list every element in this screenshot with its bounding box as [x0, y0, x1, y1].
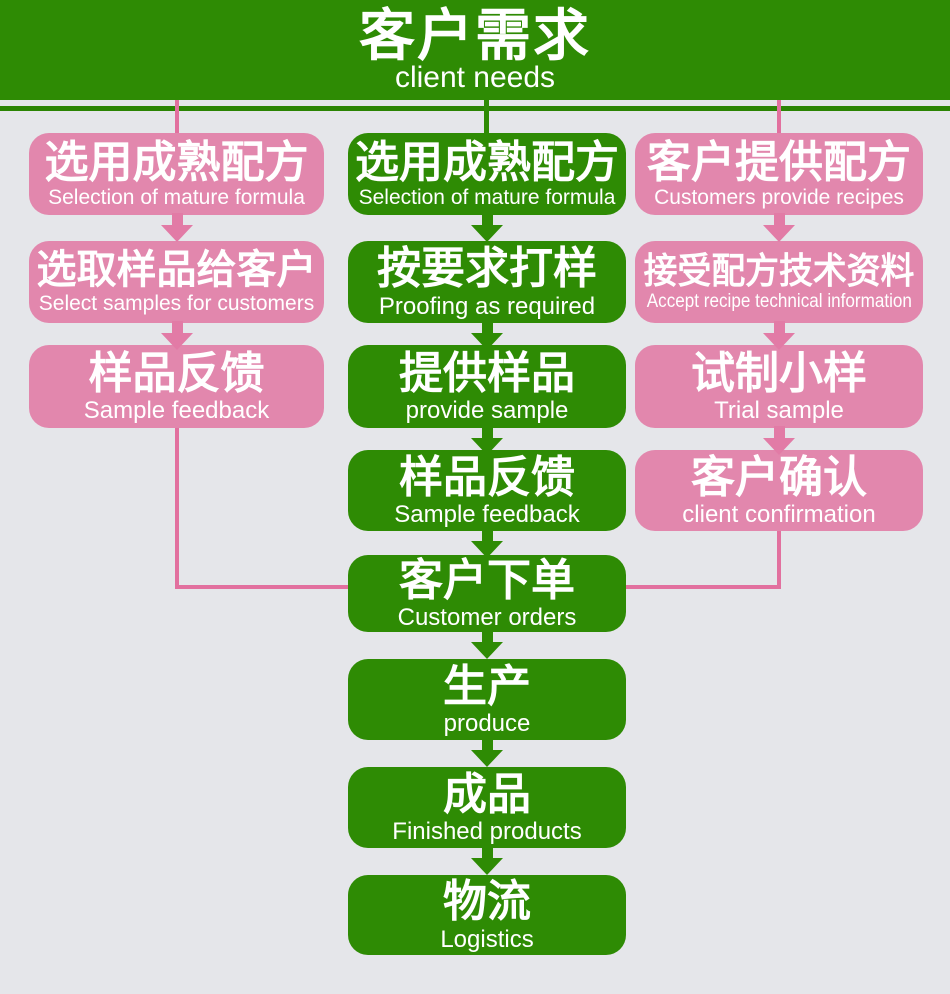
connector-left-vertical: [175, 425, 179, 589]
box-subtitle-en: Finished products: [392, 818, 582, 846]
box-title-zh: 物流: [443, 877, 531, 927]
arrow-down-icon: [471, 426, 503, 455]
connector-stub-middle: [484, 100, 489, 135]
arrow-head: [471, 225, 503, 242]
arrow-stem: [171, 213, 183, 225]
arrow-down-icon: [471, 529, 503, 558]
box-title-zh: 选取样品给客户: [36, 247, 317, 292]
arrow-down-icon: [471, 321, 503, 350]
arrow-stem: [481, 738, 493, 750]
box-title-zh: 选用成熟配方: [44, 137, 309, 187]
box-title-zh: 样品反馈: [88, 348, 265, 398]
flow-box-right-accept-recipe-info: 接受配方技术资料 Accept recipe technical informa…: [635, 241, 923, 323]
arrow-down-icon: [471, 738, 503, 767]
arrow-down-icon: [471, 213, 503, 242]
flow-box-mid-logistics: 物流 Logistics: [348, 875, 626, 955]
box-subtitle-en: client confirmation: [682, 501, 876, 529]
arrow-head: [161, 225, 193, 242]
flow-box-mid-produce: 生产 produce: [348, 659, 626, 740]
box-subtitle-en: provide sample: [405, 397, 569, 425]
box-subtitle-en: Accept recipe technical information: [646, 290, 912, 312]
box-title-zh: 客户提供配方: [647, 137, 911, 187]
box-subtitle-en: Sample feedback: [83, 397, 270, 425]
arrow-down-icon: [471, 846, 503, 875]
flow-box-mid-finished-products: 成品 Finished products: [348, 767, 626, 848]
arrow-stem: [481, 846, 493, 858]
box-title-zh: 客户下单: [399, 555, 575, 605]
header-banner: 客户需求 client needs: [0, 0, 950, 100]
box-title-zh: 样品反馈: [399, 452, 575, 502]
box-subtitle-en: Sample feedback: [394, 501, 580, 529]
arrow-head: [161, 333, 193, 350]
arrow-down-icon: [161, 321, 193, 350]
box-title-zh: 生产: [443, 661, 531, 711]
arrow-stem: [773, 213, 785, 225]
arrow-down-icon: [161, 213, 193, 242]
box-subtitle-en: Select samples for customers: [38, 292, 315, 316]
box-title-zh: 提供样品: [399, 348, 575, 398]
arrow-head: [471, 541, 503, 558]
arrow-stem: [773, 426, 785, 438]
box-subtitle-en: Customers provide recipes: [654, 186, 904, 210]
arrow-stem: [171, 321, 183, 333]
box-title-zh: 按要求打样: [377, 244, 597, 294]
arrow-down-icon: [763, 321, 795, 350]
arrow-head: [471, 858, 503, 875]
connector-stub-right: [777, 100, 781, 135]
arrow-down-icon: [471, 630, 503, 659]
page-title-en: client needs: [394, 61, 556, 95]
box-subtitle-en: Proofing as required: [378, 292, 596, 320]
connector-right-horizontal: [625, 585, 781, 589]
arrow-stem: [773, 321, 785, 333]
box-title-zh: 选用成熟配方: [355, 137, 619, 187]
arrow-head: [763, 225, 795, 242]
box-subtitle-en: Selection of mature formula: [48, 186, 305, 210]
box-subtitle-en: produce: [443, 710, 531, 738]
connector-right-vertical: [777, 528, 781, 589]
box-subtitle-en: Trial sample: [714, 397, 844, 425]
arrow-stem: [481, 426, 493, 438]
box-title-zh: 成品: [443, 769, 531, 819]
arrow-stem: [481, 213, 493, 225]
flow-box-mid-proofing: 按要求打样 Proofing as required: [348, 241, 626, 323]
box-subtitle-en: Customer orders: [397, 604, 577, 632]
arrow-stem: [481, 321, 493, 333]
arrow-down-icon: [763, 213, 795, 242]
flow-box-mid-mature-formula: 选用成熟配方 Selection of mature formula: [348, 133, 626, 215]
box-subtitle-en: Logistics: [440, 925, 534, 953]
arrow-head: [471, 750, 503, 767]
arrow-head: [471, 333, 503, 350]
page-title-zh: 客户需求: [359, 3, 591, 67]
arrow-head: [471, 642, 503, 659]
arrow-stem: [481, 630, 493, 642]
flow-box-right-client-confirmation: 客户确认 client confirmation: [635, 450, 923, 531]
box-title-zh: 客户确认: [691, 452, 867, 502]
header-divider-rule: [0, 106, 950, 111]
arrow-head: [763, 438, 795, 455]
connector-stub-left: [175, 100, 179, 135]
flow-box-mid-provide-sample: 提供样品 provide sample: [348, 345, 626, 428]
flow-box-left-mature-formula: 选用成熟配方 Selection of mature formula: [29, 133, 324, 215]
arrow-head: [471, 438, 503, 455]
arrow-stem: [481, 529, 493, 541]
flow-box-right-trial-sample: 试制小样 Trial sample: [635, 345, 923, 428]
box-subtitle-en: Selection of mature formula: [358, 186, 616, 210]
connector-left-horizontal: [175, 585, 349, 589]
arrow-down-icon: [763, 426, 795, 455]
flow-box-mid-customer-orders: 客户下单 Customer orders: [348, 555, 626, 632]
flow-box-right-customer-recipes: 客户提供配方 Customers provide recipes: [635, 133, 923, 215]
flow-box-mid-sample-feedback: 样品反馈 Sample feedback: [348, 450, 626, 531]
box-title-zh: 接受配方技术资料: [643, 250, 915, 292]
flow-box-left-sample-feedback: 样品反馈 Sample feedback: [29, 345, 324, 428]
flow-box-left-select-samples: 选取样品给客户 Select samples for customers: [29, 241, 324, 323]
arrow-head: [763, 333, 795, 350]
box-title-zh: 试制小样: [691, 348, 867, 398]
